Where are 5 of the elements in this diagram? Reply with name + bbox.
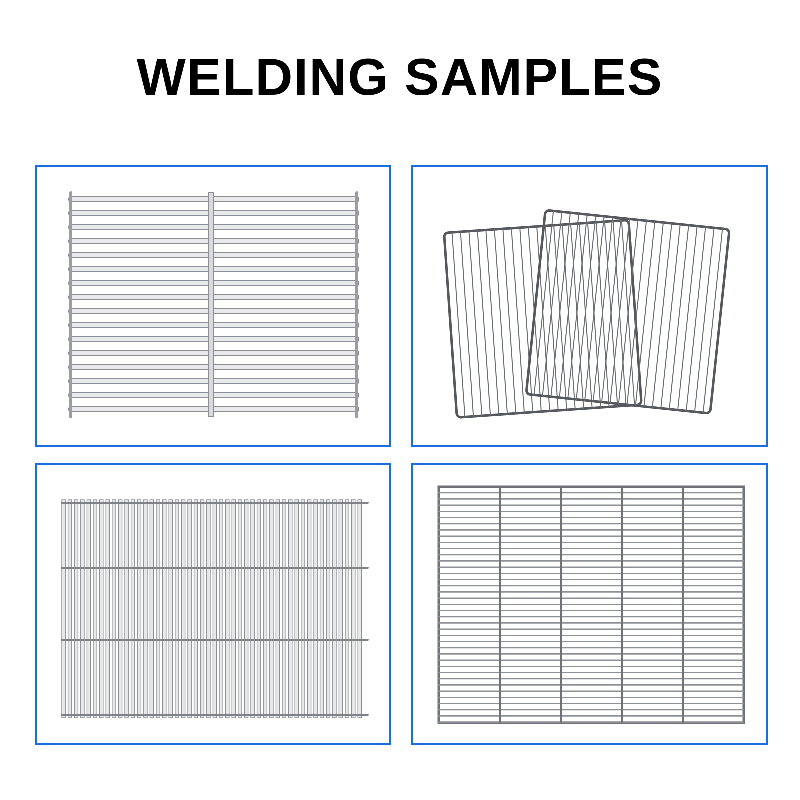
- image-frame: [411, 165, 768, 447]
- title: WELDING SAMPLES: [136, 48, 664, 108]
- image-frame: [35, 463, 391, 745]
- image-frame: [411, 463, 768, 745]
- image-frame: [35, 165, 391, 447]
